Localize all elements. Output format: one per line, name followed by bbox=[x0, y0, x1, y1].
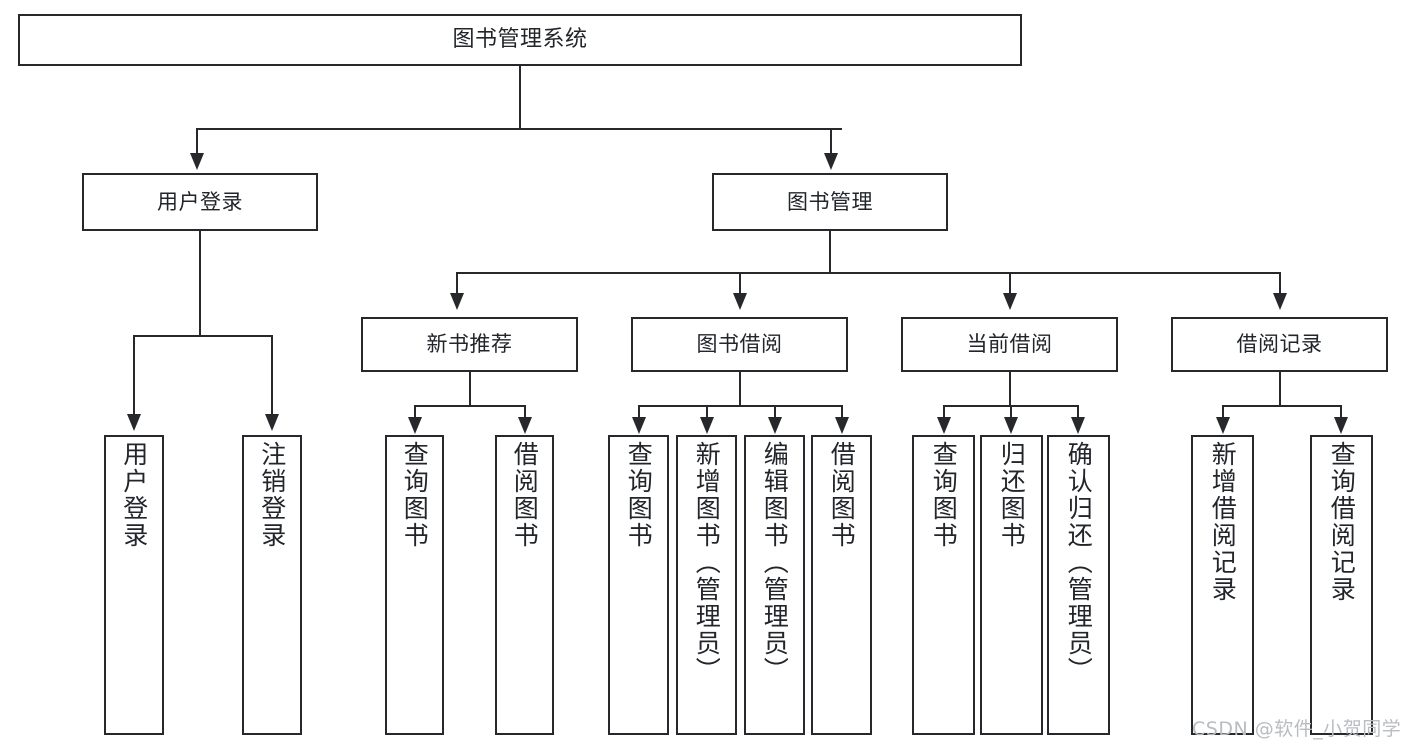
node-leaf-return-book[interactable]: 归还图书 bbox=[980, 435, 1043, 735]
node-label: 图书管理系统 bbox=[452, 27, 588, 53]
connector-book-borrow-stem bbox=[739, 372, 741, 406]
connector-root-right-drop bbox=[830, 128, 832, 156]
node-label: 编辑图书（管理员） bbox=[760, 441, 790, 684]
node-label: 查询借阅记录 bbox=[1327, 441, 1357, 603]
connector-new-book-stem bbox=[469, 372, 471, 406]
node-label: 借阅图书 bbox=[510, 441, 540, 549]
arrow-to-leaf-user-login bbox=[127, 414, 141, 431]
node-leaf-edit-book[interactable]: 编辑图书（管理员） bbox=[744, 435, 805, 735]
node-leaf-logout-login[interactable]: 注销登录 bbox=[242, 435, 302, 735]
arrow-to-book-borrow bbox=[733, 293, 747, 310]
node-leaf-borrow-book-1[interactable]: 借阅图书 bbox=[495, 435, 554, 735]
connector-book-manage-drop-1 bbox=[456, 272, 458, 296]
connector-book-borrow-drop-1 bbox=[638, 405, 640, 420]
node-borrow-record[interactable]: 借阅记录 bbox=[1171, 317, 1388, 372]
node-leaf-query-book-1[interactable]: 查询图书 bbox=[385, 435, 444, 735]
node-leaf-query-book-3[interactable]: 查询图书 bbox=[912, 435, 975, 735]
arrow-to-leaf-query-book-3 bbox=[937, 417, 951, 434]
node-label: 图书借阅 bbox=[696, 332, 783, 357]
connector-borrow-record-drop-1 bbox=[1222, 405, 1224, 420]
node-book-management-system[interactable]: 图书管理系统 bbox=[18, 14, 1022, 66]
node-user-login[interactable]: 用户登录 bbox=[82, 173, 318, 231]
arrow-to-leaf-borrow-book-1 bbox=[518, 417, 532, 434]
node-new-book-recommend[interactable]: 新书推荐 bbox=[361, 317, 578, 372]
connector-book-manage-drop-2 bbox=[739, 272, 741, 296]
connector-new-book-drop-1 bbox=[414, 405, 416, 420]
connector-root-bus bbox=[196, 128, 842, 130]
node-label: 当前借阅 bbox=[966, 332, 1053, 357]
node-leaf-add-record[interactable]: 新增借阅记录 bbox=[1191, 435, 1254, 735]
connector-user-login-drop-2 bbox=[271, 335, 273, 417]
node-current-borrow[interactable]: 当前借阅 bbox=[901, 317, 1118, 372]
connector-new-book-drop-2 bbox=[524, 405, 526, 420]
node-leaf-user-login[interactable]: 用户登录 bbox=[104, 435, 164, 735]
connector-book-borrow-bus bbox=[638, 405, 842, 407]
arrow-to-current-borrow bbox=[1003, 293, 1017, 310]
arrow-to-leaf-query-book-1 bbox=[408, 417, 422, 434]
arrow-to-leaf-return-book bbox=[1004, 417, 1018, 434]
node-label: 新增借阅记录 bbox=[1208, 441, 1238, 603]
connector-book-manage-drop-4 bbox=[1279, 272, 1281, 296]
connector-new-book-bus bbox=[414, 405, 525, 407]
node-book-borrow[interactable]: 图书借阅 bbox=[631, 317, 848, 372]
connector-book-manage-stem bbox=[829, 231, 831, 273]
node-label: 查询图书 bbox=[929, 441, 959, 549]
connector-book-borrow-drop-3 bbox=[774, 405, 776, 420]
node-book-manage[interactable]: 图书管理 bbox=[712, 173, 948, 231]
connector-user-login-stem bbox=[199, 231, 201, 336]
arrow-to-book-manage bbox=[824, 153, 838, 170]
node-label: 用户登录 bbox=[119, 441, 149, 549]
arrow-to-leaf-add-record bbox=[1216, 417, 1230, 434]
node-label: 新书推荐 bbox=[426, 332, 513, 357]
connector-borrow-record-drop-2 bbox=[1340, 405, 1342, 420]
arrow-to-leaf-query-book-2 bbox=[632, 417, 646, 434]
connector-root-stem bbox=[519, 66, 521, 129]
node-leaf-confirm-return[interactable]: 确认归还（管理员） bbox=[1047, 435, 1110, 735]
connector-root-left-drop bbox=[196, 128, 198, 156]
connector-book-manage-drop-3 bbox=[1009, 272, 1011, 296]
node-label: 查询图书 bbox=[624, 441, 654, 549]
node-label: 确认归还（管理员） bbox=[1064, 441, 1094, 684]
connector-book-borrow-drop-4 bbox=[841, 405, 843, 420]
node-label: 借阅图书 bbox=[827, 441, 857, 549]
connector-user-login-bus bbox=[133, 335, 272, 337]
connector-user-login-drop-1 bbox=[133, 335, 135, 417]
node-label: 用户登录 bbox=[157, 189, 243, 214]
arrow-to-user-login bbox=[190, 153, 204, 170]
connector-borrow-record-stem bbox=[1279, 372, 1281, 406]
arrow-to-leaf-borrow-book-2 bbox=[835, 417, 849, 434]
connector-current-borrow-drop-3 bbox=[1077, 405, 1079, 420]
connector-book-manage-bus bbox=[456, 272, 1281, 274]
node-label: 查询图书 bbox=[400, 441, 430, 549]
node-label: 注销登录 bbox=[257, 441, 287, 549]
arrow-to-leaf-add-book bbox=[700, 417, 714, 434]
node-leaf-borrow-book-2[interactable]: 借阅图书 bbox=[811, 435, 872, 735]
node-leaf-query-record[interactable]: 查询借阅记录 bbox=[1310, 435, 1373, 735]
node-leaf-query-book-2[interactable]: 查询图书 bbox=[608, 435, 669, 735]
arrow-to-leaf-query-record bbox=[1334, 417, 1348, 434]
node-label: 新增图书（管理员） bbox=[692, 441, 722, 684]
arrow-to-new-book-recommend bbox=[450, 293, 464, 310]
arrow-to-borrow-record bbox=[1273, 293, 1287, 310]
node-label: 图书管理 bbox=[787, 189, 873, 214]
arrow-to-leaf-edit-book bbox=[768, 417, 782, 434]
connector-current-borrow-stem bbox=[1009, 372, 1011, 406]
arrow-to-leaf-confirm-return bbox=[1071, 417, 1085, 434]
node-label: 借阅记录 bbox=[1236, 332, 1323, 357]
node-label: 归还图书 bbox=[997, 441, 1027, 549]
connector-current-borrow-drop-2 bbox=[1010, 405, 1012, 420]
connector-book-borrow-drop-2 bbox=[706, 405, 708, 420]
arrow-to-leaf-logout-login bbox=[265, 414, 279, 431]
connector-borrow-record-bus bbox=[1222, 405, 1341, 407]
node-leaf-add-book[interactable]: 新增图书（管理员） bbox=[676, 435, 737, 735]
connector-current-borrow-drop-1 bbox=[943, 405, 945, 420]
